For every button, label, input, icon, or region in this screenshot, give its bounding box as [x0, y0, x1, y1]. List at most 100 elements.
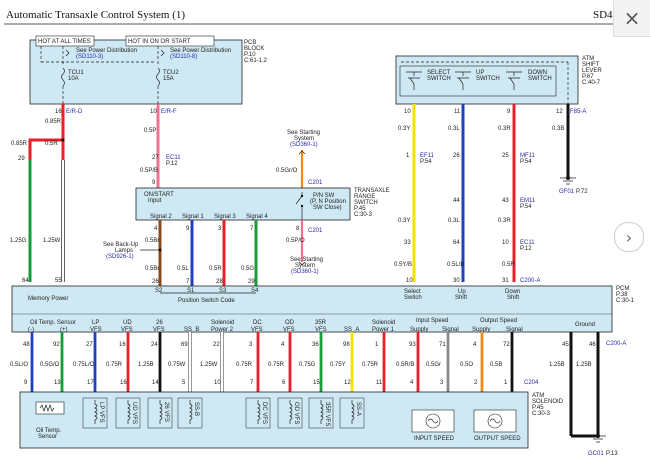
wire-03b: 0.3B	[552, 126, 564, 132]
svg-text:P.45: P.45	[532, 405, 544, 411]
wire-03y: 0.3Y	[398, 126, 410, 132]
svg-text:VFS: VFS	[283, 327, 295, 333]
svg-text:31: 31	[502, 278, 509, 284]
svg-text:Ground: Ground	[575, 322, 595, 328]
svg-text:S1: S1	[187, 288, 195, 294]
svg-text:26: 26	[453, 153, 460, 159]
shift-label-5: C:40-7	[582, 80, 601, 86]
svg-text:S3: S3	[219, 288, 227, 294]
pcb-label-4: C:61-1,2	[244, 58, 268, 64]
wire-085r-b: 0.85R	[11, 141, 28, 147]
pin-bot-13: 4	[410, 380, 414, 386]
svg-text:P.54: P.54	[520, 204, 532, 210]
pin-top-10: 36	[312, 342, 319, 348]
pin-top-17: 45	[562, 342, 569, 348]
wire-label-3: 0.75L/O	[73, 362, 95, 368]
svg-text:OD: OD	[285, 320, 295, 326]
wire-05r-mid: 0.5R	[209, 266, 222, 272]
wire-label-8: 0.75R	[236, 362, 253, 368]
svg-text:ATM: ATM	[532, 393, 544, 399]
pin-top-14: 71	[439, 342, 446, 348]
wire-05g: 0.5G	[241, 266, 254, 272]
svg-text:0.3Y: 0.3Y	[398, 218, 410, 224]
pin-top-15: 4	[473, 342, 477, 348]
svg-text:10: 10	[502, 240, 509, 246]
pin-bot-14: 3	[440, 380, 444, 386]
svg-text:0.3L: 0.3L	[448, 218, 460, 224]
svg-text:VFS: VFS	[251, 327, 263, 333]
svg-text:EM11: EM11	[520, 198, 536, 204]
svg-text:VFS: VFS	[315, 327, 327, 333]
svg-text:P.72: P.72	[576, 189, 588, 195]
svg-text:SWITCH: SWITCH	[427, 76, 451, 82]
pin-16: 16	[55, 109, 62, 115]
svg-text:SS_B: SS_B	[184, 327, 199, 333]
pin-top-9: 4	[281, 342, 285, 348]
wire-03l: 0.3L	[448, 126, 460, 132]
svg-text:64: 64	[453, 240, 460, 246]
pin-bot-8: 7	[250, 380, 254, 386]
back-up-2: Lamps	[115, 248, 133, 254]
chevron-right-icon: ›	[625, 227, 633, 247]
svg-text:SELECT: SELECT	[427, 70, 451, 76]
svg-text:Down: Down	[505, 289, 520, 295]
svg-text:C204: C204	[524, 380, 539, 386]
solenoid-label-8: SS-A	[355, 402, 361, 416]
svg-text:DOWN: DOWN	[528, 70, 547, 76]
pin-bot-9: 6	[282, 380, 286, 386]
wire-05l: 0.5L	[177, 266, 189, 272]
svg-text:VFS: VFS	[153, 327, 165, 333]
svg-text:Supply: Supply	[410, 327, 428, 333]
tr-label-4: P.45	[354, 206, 366, 212]
pin-top-12: 1	[375, 342, 379, 348]
signal-1: Signal 1	[182, 214, 204, 220]
wire-125g: 1.25G	[10, 238, 27, 244]
conn-ec11-a: EC11	[166, 155, 181, 161]
pin-bot-10: 15	[313, 380, 320, 386]
svg-text:25: 25	[502, 153, 509, 159]
wire-label-18: 1.25B	[576, 362, 592, 368]
svg-text:Power 1: Power 1	[372, 327, 395, 333]
conn-c201-a: C201	[308, 180, 323, 186]
svg-text:Solenoid: Solenoid	[211, 320, 234, 326]
svg-text:Up: Up	[458, 289, 466, 295]
svg-text:12: 12	[556, 109, 563, 115]
close-icon: ×	[623, 6, 641, 30]
tcu1-rating: 10A	[68, 76, 79, 82]
hot-always-label: HOT AT ALL TIMES	[38, 39, 91, 45]
select-switch-label: Select	[404, 289, 421, 295]
wire-label-12: 0.75R	[362, 362, 379, 368]
svg-text:VFS: VFS	[121, 327, 133, 333]
memory-power-label: Memory Power	[28, 296, 68, 302]
wire-05pb: 0.5P/B	[140, 168, 158, 174]
signal-2: Signal 2	[150, 214, 172, 220]
ec11-page-a: P.12	[166, 161, 178, 167]
close-button[interactable]: ×	[613, 0, 650, 37]
see-starting-1: See Starting	[287, 130, 320, 136]
next-button[interactable]: ›	[614, 222, 644, 252]
svg-text:Supply: Supply	[472, 327, 490, 333]
svg-text:C:30-1: C:30-1	[616, 298, 635, 304]
svg-text:7: 7	[250, 226, 254, 232]
svg-text:28: 28	[216, 279, 223, 285]
svg-text:SWITCH: SWITCH	[528, 76, 552, 82]
wire-label-17: 1.25B	[549, 362, 565, 368]
svg-text:Input Speed: Input Speed	[416, 318, 448, 324]
conn-c201-b: C201	[308, 228, 323, 234]
pin-top-5: 24	[151, 342, 158, 348]
wire-03r: 0.3R	[498, 126, 511, 132]
svg-text:33: 33	[404, 240, 411, 246]
solenoid-label-1: LP VFS	[98, 402, 104, 423]
svg-text:10: 10	[404, 109, 411, 115]
solenoid-label-5: DC VFS	[261, 402, 267, 424]
tr-label-2: RANGE	[354, 194, 375, 200]
wire-05po: 0.5P/O	[286, 238, 305, 244]
signal-4: Signal 4	[246, 214, 268, 220]
sd-ref-1: (SD110-3)	[76, 54, 103, 60]
svg-text:43: 43	[502, 198, 509, 204]
wire-label-13: 0.5R/B	[396, 362, 414, 368]
svg-text:29: 29	[248, 279, 255, 285]
svg-text:GF01: GF01	[559, 189, 575, 195]
svg-text:GC01: GC01	[588, 451, 604, 457]
